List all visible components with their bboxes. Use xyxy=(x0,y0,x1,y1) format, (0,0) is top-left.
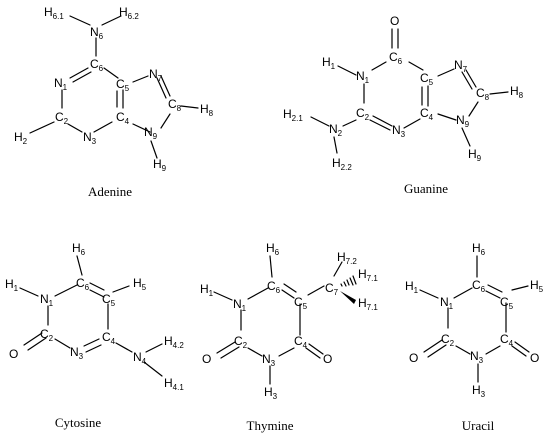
atom-label-adenine: C5 xyxy=(116,77,130,93)
atom-label-guanine: C8 xyxy=(476,86,490,102)
atom-label-thymine: C5 xyxy=(294,295,308,311)
atom-label-adenine: H8 xyxy=(200,102,214,118)
atom-label-thymine: C2 xyxy=(234,334,248,350)
atoms-cytosine: H6 C6 C5 H5 N1 H1 C2 O N3 C4 N4 H4.2 H4.… xyxy=(5,241,184,392)
atom-label-uracil: C4 xyxy=(500,332,514,348)
atom-label-thymine: H6 xyxy=(266,241,280,257)
atom-label-guanine: N2 xyxy=(329,122,343,138)
bonds-cytosine xyxy=(19,255,163,377)
atom-label-adenine: H6.1 xyxy=(44,5,64,21)
atom-label-uracil: N1 xyxy=(440,295,454,311)
atom-label-cytosine: C6 xyxy=(76,276,90,292)
atom-label-adenine: N7 xyxy=(149,67,163,83)
atom-label-guanine: N7 xyxy=(454,58,468,74)
atom-label-guanine: C4 xyxy=(420,106,434,122)
molecule-guanine: O C6 N1 H1 C2 N2 H2.1 H2.2 N3 C4 C5 N7 C… xyxy=(283,14,524,196)
bonds-thymine xyxy=(213,255,357,385)
atom-label-guanine: C6 xyxy=(389,50,403,66)
atom-label-thymine: C4 xyxy=(294,334,308,350)
atom-label-cytosine: H4.2 xyxy=(164,334,184,350)
atom-label-uracil: H1 xyxy=(405,279,419,295)
atom-label-cytosine: N3 xyxy=(70,345,84,361)
atom-label-guanine: O xyxy=(390,14,399,28)
atom-label-guanine: N1 xyxy=(356,69,370,85)
atom-label-thymine: H7.2 xyxy=(337,250,357,266)
atom-label-adenine: N6 xyxy=(90,25,104,41)
atoms-guanine: O C6 N1 H1 C2 N2 H2.1 H2.2 N3 C4 C5 N7 C… xyxy=(283,14,524,172)
molecule-thymine: H6 C6 C5 C7 H7.2 H7.1 H7.1 N1 H1 C2 O N3… xyxy=(200,241,378,433)
atom-label-guanine: N9 xyxy=(456,113,470,129)
molecule-name-guanine: Guanine xyxy=(404,181,448,196)
atom-label-uracil: H5 xyxy=(530,278,544,294)
molecule-name-thymine: Thymine xyxy=(247,418,294,433)
molecule-uracil: H6 C6 C5 H5 N1 H1 C2 O N3 H3 C4 O Uracil xyxy=(405,241,544,433)
atom-label-adenine: C4 xyxy=(116,110,130,126)
atom-label-thymine: O xyxy=(202,352,211,366)
atom-label-thymine: O xyxy=(323,352,332,366)
atom-label-uracil: C5 xyxy=(500,295,514,311)
bonds-guanine xyxy=(310,28,509,154)
molecule-adenine: N6 H6.1 H6.2 C6 N1 C2 H2 N3 C4 C5 N7 C8 … xyxy=(14,5,214,199)
atom-label-guanine: H8 xyxy=(510,84,524,100)
atom-label-guanine: N3 xyxy=(392,123,406,139)
atom-label-cytosine: C2 xyxy=(40,327,54,343)
atom-label-adenine: C2 xyxy=(55,110,69,126)
molecule-cytosine: H6 C6 C5 H5 N1 H1 C2 O N3 C4 N4 H4.2 H4.… xyxy=(5,241,184,430)
bonds-uracil xyxy=(419,255,530,383)
atom-label-thymine: H3 xyxy=(264,385,278,401)
atom-label-thymine: H7.1 xyxy=(358,296,378,312)
molecule-name-adenine: Adenine xyxy=(88,184,132,199)
atom-label-cytosine: H1 xyxy=(5,277,19,293)
atom-label-thymine: H7.1 xyxy=(358,267,378,283)
atom-label-uracil: C2 xyxy=(441,332,455,348)
atom-label-adenine: N3 xyxy=(83,130,97,146)
atoms-uracil: H6 C6 C5 H5 N1 H1 C2 O N3 H3 C4 O xyxy=(405,241,544,399)
atom-label-adenine: H2 xyxy=(14,130,28,146)
atom-label-adenine: N1 xyxy=(54,76,68,92)
atom-label-uracil: C6 xyxy=(472,278,486,294)
atom-label-uracil: O xyxy=(409,351,418,365)
atom-label-cytosine: C4 xyxy=(102,330,116,346)
atom-label-adenine: N9 xyxy=(144,125,158,141)
atom-label-guanine: H9 xyxy=(468,147,482,163)
atom-label-thymine: C7 xyxy=(325,281,339,297)
atom-label-guanine: C2 xyxy=(356,106,370,122)
hashed-wedge-bond xyxy=(340,275,357,287)
atom-label-cytosine: O xyxy=(9,347,18,361)
atom-label-cytosine: H6 xyxy=(72,241,86,257)
atom-label-uracil: H6 xyxy=(472,241,486,257)
atom-label-guanine: H2.2 xyxy=(332,156,352,172)
atom-label-thymine: N1 xyxy=(233,297,247,313)
atom-label-cytosine: H5 xyxy=(133,276,147,292)
atom-label-guanine: H2.1 xyxy=(283,107,303,123)
atom-label-thymine: C6 xyxy=(267,279,281,295)
atom-label-cytosine: N4 xyxy=(133,350,147,366)
atom-label-cytosine: C5 xyxy=(102,292,116,308)
atom-label-adenine: H6.2 xyxy=(119,5,139,21)
atom-label-guanine: C5 xyxy=(420,71,434,87)
atom-label-uracil: N3 xyxy=(470,349,484,365)
atom-label-cytosine: H4.1 xyxy=(164,376,184,392)
solid-wedge-bond xyxy=(340,291,356,304)
atom-label-adenine: C6 xyxy=(90,57,104,73)
atom-label-adenine: C8 xyxy=(168,97,182,113)
atoms-adenine: N6 H6.1 H6.2 C6 N1 C2 H2 N3 C4 C5 N7 C8 … xyxy=(14,5,214,173)
atom-label-uracil: H3 xyxy=(472,383,486,399)
atom-label-thymine: H1 xyxy=(200,282,214,298)
atom-label-guanine: H1 xyxy=(322,55,336,71)
atom-label-adenine: H9 xyxy=(153,157,167,173)
atom-label-cytosine: N1 xyxy=(40,292,54,308)
bonds-adenine xyxy=(29,15,199,159)
molecule-name-uracil: Uracil xyxy=(462,418,495,433)
atom-label-thymine: N3 xyxy=(262,352,276,368)
molecule-name-cytosine: Cytosine xyxy=(55,415,101,430)
atom-label-uracil: O xyxy=(530,351,539,365)
atoms-thymine: H6 C6 C5 C7 H7.2 H7.1 H7.1 N1 H1 C2 O N3… xyxy=(200,241,378,401)
